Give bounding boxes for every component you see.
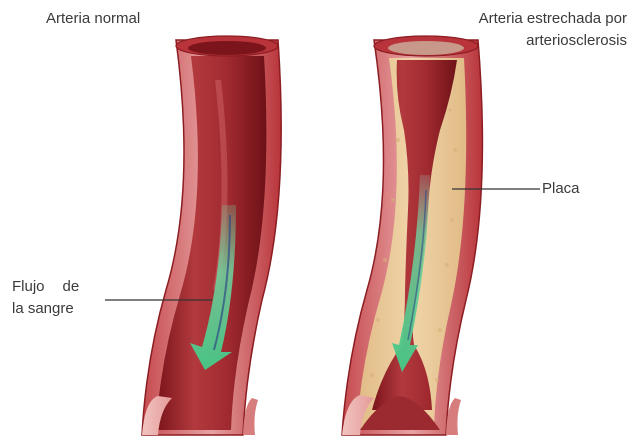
blood-flow-word1: Flujo [12, 278, 45, 295]
narrowed-artery [342, 36, 482, 435]
normal-artery [142, 36, 281, 435]
narrowed-artery-label-line2: arteriosclerosis [479, 30, 627, 52]
normal-artery-label: Arteria normal [46, 8, 140, 30]
blood-flow-label: Flujo de la sangre [12, 276, 79, 320]
narrowed-artery-label: Arteria estrechada por arteriosclerosis [479, 8, 627, 52]
blood-flow-label-line2: la sangre [12, 298, 79, 320]
plaque-label: Placa [542, 178, 580, 200]
blood-flow-word2: de [63, 278, 80, 295]
narrowed-artery-label-line1: Arteria estrechada por [479, 8, 627, 30]
blood-flow-label-line1: Flujo de [12, 276, 79, 298]
